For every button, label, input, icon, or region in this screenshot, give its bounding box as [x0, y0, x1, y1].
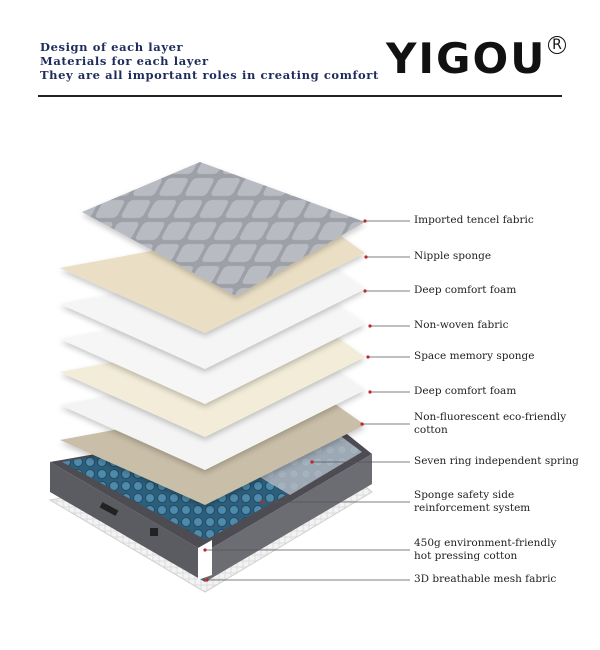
layer-label: Nipple sponge — [414, 250, 491, 263]
leader-dot — [310, 460, 314, 464]
brand-wordmark: YIGOU — [386, 34, 547, 83]
leader-dot — [260, 500, 264, 504]
tagline-line-3: They are all important roles in creating… — [40, 68, 379, 82]
leader-dot — [368, 390, 372, 394]
layer-label: Deep comfort foam — [414, 284, 516, 297]
header-tagline: Design of each layer Materials for each … — [40, 40, 379, 82]
leader-dot — [364, 255, 368, 259]
leader-dot — [363, 219, 367, 223]
layer-label-line: Non-fluorescent eco-friendly — [414, 411, 567, 423]
leader-dot — [363, 289, 367, 293]
leader-dot — [203, 548, 207, 552]
layer-label-line: 3D breathable mesh fabric — [414, 573, 557, 585]
layer-label-line: 450g environment-friendly — [414, 537, 557, 549]
layer-label: Non-woven fabric — [414, 319, 509, 332]
layer-label-line: hot pressing cotton — [414, 550, 518, 562]
leader-lines — [203, 219, 410, 582]
leader-dot — [205, 578, 209, 582]
tagline-line-1: Design of each layer — [40, 40, 184, 54]
layer-label-line: Nipple sponge — [414, 250, 492, 262]
layer-label: 3D breathable mesh fabric — [414, 573, 556, 586]
layer-label-line: reinforcement system — [414, 502, 531, 514]
brand-logo: YIGOU R — [386, 34, 566, 94]
layer-label: Seven ring independent spring — [414, 455, 579, 468]
layer-label-line: Imported tencel fabric — [414, 214, 534, 226]
layer-label-line: Non-woven fabric — [414, 319, 509, 331]
tencel-fabric-layer — [82, 162, 365, 296]
tagline-line-2: Materials for each layer — [40, 54, 209, 68]
leader-dot — [360, 422, 364, 426]
layer-label: Imported tencel fabric — [414, 214, 534, 227]
layer-label: Space memory sponge — [414, 350, 534, 363]
layer-label-line: Deep comfort foam — [414, 385, 517, 397]
layer-label-line: cotton — [414, 424, 448, 436]
leader-dot — [366, 355, 370, 359]
leader-dot — [368, 324, 372, 328]
layer-label-line: Seven ring independent spring — [414, 455, 579, 467]
layer-label: Deep comfort foam — [414, 385, 516, 398]
header-divider — [38, 95, 562, 97]
registered-mark: R — [548, 36, 566, 54]
layer-label-line: Sponge safety side — [414, 489, 515, 501]
layer-label-line: Deep comfort foam — [414, 284, 517, 296]
layer-label-line: Space memory sponge — [414, 350, 535, 362]
